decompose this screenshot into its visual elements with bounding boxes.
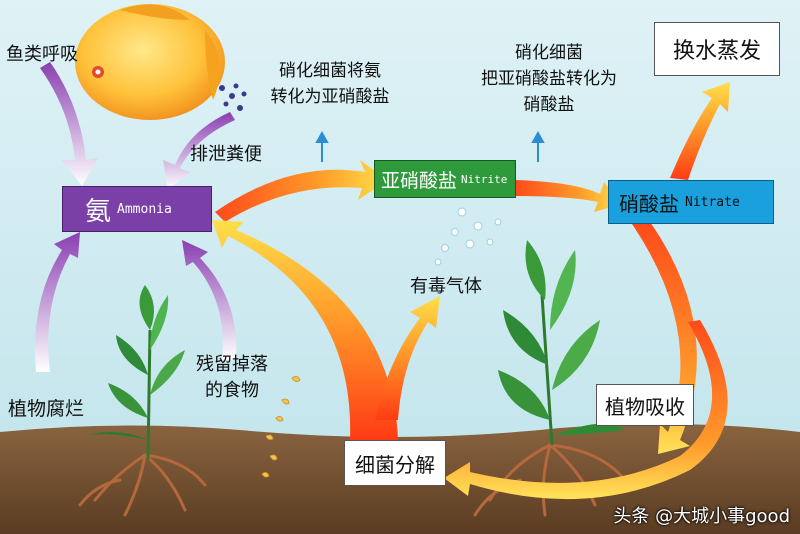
decompose-label: 细菌分解 <box>355 452 435 477</box>
arrow-fish-to-ammonia <box>40 62 98 186</box>
arrow-decompose-to-toxic-gas <box>375 296 440 420</box>
nitrate-box: 硝酸盐 Nitrate <box>608 180 774 224</box>
plant-decay-label: 植物腐烂 <box>8 398 85 420</box>
food-flake-icon <box>261 376 301 478</box>
nitrate-cn: 硝酸盐 <box>619 191 679 216</box>
arrow-nitrate-to-water-change <box>670 82 730 180</box>
bacteria2-line3: 硝酸盐 <box>523 95 575 115</box>
purple-arrows <box>35 62 237 372</box>
leftover-food-label: 残留掉落 的食物 <box>196 352 268 404</box>
nitrite-en: Nitrite <box>461 172 508 186</box>
water-change-box: 换水蒸发 <box>654 22 780 76</box>
arrow-decompose-to-ammonia <box>212 220 398 440</box>
bacteria1-line1: 硝化细菌将氨 <box>279 61 381 81</box>
watermark: 头条 @大城小事good <box>613 506 790 527</box>
bubble-icon <box>434 207 502 266</box>
bacteria2-line2: 把亚硝酸盐转化为 <box>481 69 617 89</box>
arrow-food-to-ammonia <box>182 240 237 360</box>
excretion-label: 排泄粪便 <box>190 144 262 165</box>
droppings-icon <box>219 83 247 111</box>
bacteria2-line1: 硝化细菌 <box>515 43 583 63</box>
arrow-plant-decay-to-ammonia <box>35 232 80 372</box>
small-up-arrows <box>315 130 545 162</box>
leftover-food-line2: 的食物 <box>205 380 259 401</box>
roots-icon <box>78 443 627 517</box>
toxic-gas-label: 有毒气体 <box>410 276 482 297</box>
decompose-box: 细菌分解 <box>344 440 446 486</box>
nitrite-box: 亚硝酸盐 Nitrite <box>374 160 516 198</box>
ammonia-box: 氨 Ammonia <box>62 186 212 232</box>
plant-absorb-label: 植物吸收 <box>605 394 685 419</box>
plant-absorb-box: 植物吸收 <box>596 384 694 426</box>
plant-icon <box>498 240 625 446</box>
arrow-nitrate-to-decompose <box>444 320 728 500</box>
arrow-nitrite-to-nitrate <box>515 180 622 212</box>
fish-breath-label: 鱼类呼吸 <box>6 44 78 65</box>
fish-icon <box>75 4 225 120</box>
plant-icon <box>88 285 185 461</box>
water-change-label: 换水蒸发 <box>672 39 761 64</box>
bacteria1-line2: 转化为亚硝酸盐 <box>270 87 390 107</box>
nitrite-cn: 亚硝酸盐 <box>381 169 458 192</box>
ammonia-cn: 氨 <box>85 196 112 227</box>
bacteria2-note: 硝化细菌 把亚硝酸盐转化为 硝酸盐 <box>474 40 624 118</box>
leftover-food-line1: 残留掉落 <box>196 354 268 375</box>
ammonia-en: Ammonia <box>117 201 172 217</box>
bacteria1-note: 硝化细菌将氨 转化为亚硝酸盐 <box>262 58 398 110</box>
arrow-ammonia-to-nitrite <box>215 160 388 222</box>
arrow-droppings-to-ammonia <box>163 112 235 190</box>
nitrate-en: Nitrate <box>685 194 740 210</box>
